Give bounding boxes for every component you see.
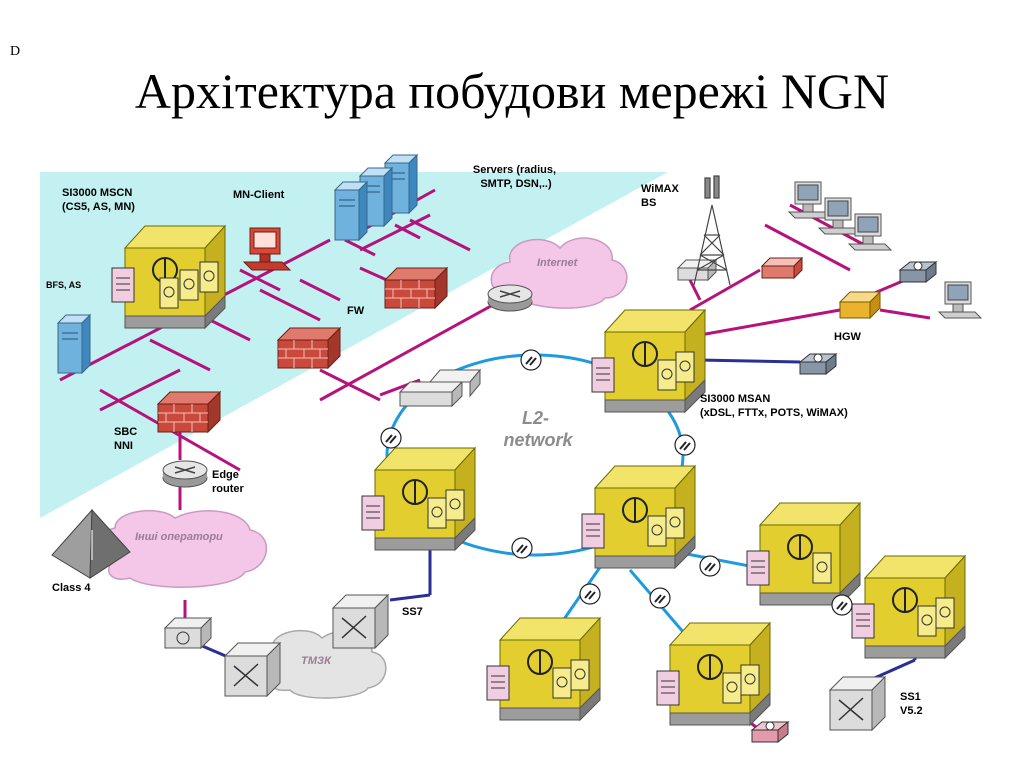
edge-router-label: Edge router	[212, 469, 245, 495]
l2-node-icon	[361, 447, 476, 551]
tmzk-label: ТМЗК	[301, 655, 332, 667]
internet-router-icon	[487, 284, 533, 312]
mn-client-label: MN-Client	[233, 189, 285, 201]
mscn-label: SI3000 MSCN (CS5, AS, MN)	[62, 187, 135, 213]
page-title: Архітектура побудови мережі NGN	[134, 63, 890, 119]
firewall-icon	[277, 327, 341, 369]
phone-icon	[750, 720, 790, 744]
ring-link-marker-icon	[380, 427, 402, 449]
ring-link-marker-icon	[649, 587, 671, 609]
class4-label: Class 4	[52, 582, 91, 594]
fw-label: FW	[347, 305, 365, 317]
phone-icon	[899, 261, 937, 283]
class4-switch-icon	[51, 508, 131, 579]
servers-label: Servers (radius, SMTP, DSN,..)	[473, 164, 559, 190]
pc-icon	[848, 213, 892, 251]
mn-client-icon	[242, 227, 292, 271]
ss7-switch-icon	[332, 594, 389, 649]
access-node-icon	[746, 502, 861, 606]
ss1-label: SS1 V5.2	[900, 691, 924, 717]
firewall-icon	[384, 267, 448, 309]
ring-link-marker-icon	[831, 594, 853, 616]
access-node-icon	[851, 555, 966, 659]
bfs-server-icon	[57, 314, 91, 374]
msan-label: SI3000 MSAN (xDSL, FTTx, POTS, WiMAX)	[700, 393, 848, 419]
access-node-icon	[656, 622, 771, 726]
ss7-label: SS7	[402, 606, 423, 618]
tmzk-switch-icon	[224, 642, 281, 697]
bfs-label: BFS, AS	[46, 280, 81, 290]
l2-network-label: L2- network	[503, 408, 573, 450]
internet-label: Internet	[537, 257, 579, 269]
ring-link-marker-icon	[674, 434, 696, 456]
other-operators-label: Інші оператори	[135, 531, 223, 543]
wimax-label: WiMAX BS	[641, 183, 682, 209]
hgw-icon	[838, 290, 882, 320]
sbc-firewall-icon	[157, 391, 221, 433]
pc-icon	[938, 281, 982, 319]
hgw-label: HGW	[834, 331, 862, 343]
ring-link-marker-icon	[520, 349, 542, 371]
ring-link-marker-icon	[511, 537, 533, 559]
ring-link-marker-icon	[699, 555, 721, 577]
edge-router-icon	[162, 460, 208, 488]
red-switch-icon	[760, 256, 804, 280]
msan-node-icon	[591, 309, 706, 413]
ring-link-marker-icon	[579, 583, 601, 605]
ss1-switch-icon	[829, 676, 886, 731]
corner-mark: D	[10, 44, 21, 59]
switch-icon	[398, 368, 482, 408]
phone-icon	[799, 353, 837, 375]
wimax-tower-icon	[693, 175, 731, 286]
l2-node-icon	[581, 465, 696, 569]
access-node-icon	[486, 617, 601, 721]
other-operators-cloud	[89, 509, 267, 588]
sbc-label: SBC NNI	[114, 426, 140, 452]
other-operator-gateway-icon	[163, 616, 213, 650]
